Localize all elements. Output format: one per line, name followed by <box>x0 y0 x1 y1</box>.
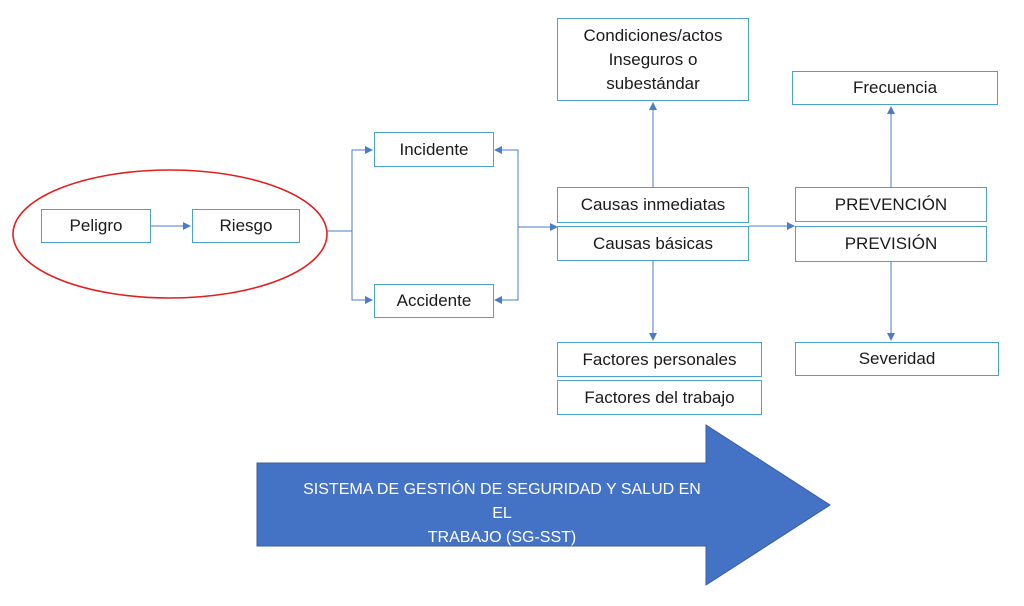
node-factores-trabajo-label: Factores del trabajo <box>584 387 735 407</box>
node-prevencion-label: PREVENCIÓN <box>834 194 948 214</box>
node-prevencion: PREVENCIÓN <box>795 187 987 222</box>
hazard-risk-ellipse <box>12 169 328 299</box>
node-prevision-label: PREVISIÓN <box>844 234 938 253</box>
connector-to-accidente <box>351 231 373 304</box>
node-riesgo-label: Riesgo <box>219 216 273 235</box>
sg-sst-banner-line2: TRABAJO (SG-SST) <box>427 529 577 546</box>
node-factores-trabajo: Factores del trabajo <box>557 380 762 415</box>
node-causas-basicas-label: Causas básicas <box>592 233 713 253</box>
node-accidente: Accidente <box>374 284 494 318</box>
node-incidente: Incidente <box>374 132 494 167</box>
node-causas-inmediatas-label: Causas inmediatas <box>580 195 726 214</box>
node-causas-basicas: Causas básicas <box>557 226 749 261</box>
node-peligro: Peligro <box>41 209 151 243</box>
node-severidad-label: Severidad <box>858 349 936 368</box>
connector-from-incidente <box>494 146 519 227</box>
node-riesgo: Riesgo <box>192 209 300 243</box>
connector-to-incidente <box>351 146 373 231</box>
node-factores-personales: Factores personales <box>557 342 762 377</box>
node-severidad: Severidad <box>795 342 999 376</box>
connector-from-accidente <box>494 227 519 304</box>
sg-sst-arrow <box>256 424 831 586</box>
sg-sst-banner-line1: SISTEMA DE GESTIÓN DE SEGURIDAD Y SALUD … <box>303 481 701 522</box>
node-accidente-label: Accidente <box>396 291 472 310</box>
node-peligro-label: Peligro <box>69 216 123 235</box>
node-factores-personales-label: Factores personales <box>582 349 737 369</box>
node-condiciones-line2: Inseguros o <box>608 49 698 69</box>
sg-sst-banner: SISTEMA DE GESTIÓN DE SEGURIDAD Y SALUD … <box>292 478 712 550</box>
node-frecuencia: Frecuencia <box>792 71 998 105</box>
node-condiciones-line1: Condiciones/actos <box>583 25 723 45</box>
node-frecuencia-label: Frecuencia <box>852 78 938 97</box>
node-prevision: PREVISIÓN <box>795 226 987 262</box>
node-causas-inmediatas: Causas inmediatas <box>557 187 749 223</box>
node-condiciones-line3: subestándar <box>606 73 700 93</box>
node-incidente-label: Incidente <box>399 139 469 159</box>
node-condiciones: Condiciones/actos Inseguros o subestánda… <box>557 18 749 101</box>
